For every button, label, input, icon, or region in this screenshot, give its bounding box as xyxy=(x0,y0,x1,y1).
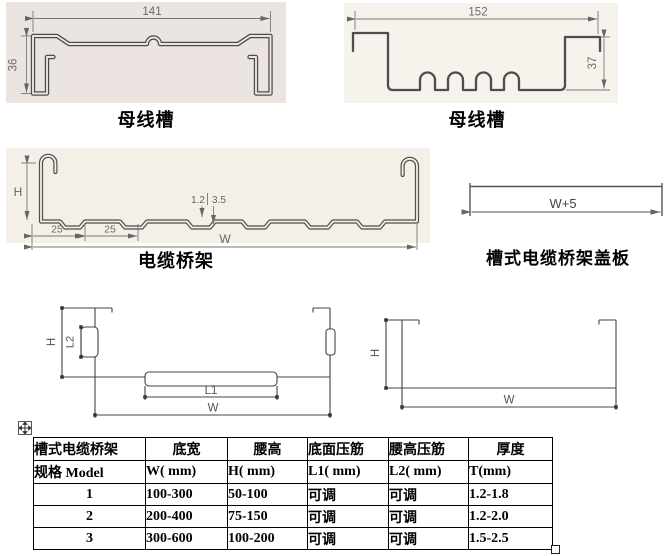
cell-l1[interactable]: 可调 xyxy=(307,505,389,528)
cell-model[interactable]: 1 xyxy=(33,483,146,506)
cell-model[interactable]: 3 xyxy=(33,527,146,550)
busbar-profile-left-drawing: 141 36 xyxy=(8,6,273,96)
cell-model[interactable]: 2 xyxy=(33,505,146,528)
table-resize-handle-icon[interactable] xyxy=(551,545,560,554)
channel-ribbed-height-dim: H xyxy=(46,338,58,346)
busbar-right-width-dim: 152 xyxy=(468,7,487,19)
header-t-mm[interactable]: T(mm) xyxy=(468,460,553,484)
cell-h[interactable]: 75-150 xyxy=(227,505,308,528)
cell-w[interactable]: 200-400 xyxy=(145,505,228,528)
cell-l1[interactable]: 可调 xyxy=(307,483,389,506)
table-row: 1 100-300 50-100 可调 可调 1.2-1.8 xyxy=(33,483,553,506)
header-model[interactable]: 规格 Model xyxy=(33,460,146,484)
channel-ribbed-side-rib-dim: L2 xyxy=(65,336,77,348)
cell-l2[interactable]: 可调 xyxy=(388,527,469,550)
cell-w[interactable]: 100-300 xyxy=(145,483,228,506)
header-w-mm[interactable]: W( mm) xyxy=(145,460,228,484)
channel-plain-width-dim: W xyxy=(504,395,515,407)
cable-tray-label: 电缆桥架 xyxy=(138,251,214,271)
cell-t[interactable]: 1.2-1.8 xyxy=(468,483,553,506)
busbar-right-height-dim: 37 xyxy=(587,57,599,70)
header-bottom-width[interactable]: 底宽 xyxy=(145,437,228,461)
header-bottom-rib[interactable]: 底面压筋 xyxy=(307,437,389,461)
table-header-row-2: 规格 Model W( mm) H( mm) L1( mm) L2( mm) T… xyxy=(33,460,553,484)
table-header-row-1: 槽式电缆桥架 底宽 腰高 底面压筋 腰高压筋 厚度 xyxy=(33,437,553,461)
cover-plate-width-dim: W+5 xyxy=(549,196,576,211)
busbar-left-height-dim: 36 xyxy=(8,59,20,72)
cell-t[interactable]: 1.2-2.0 xyxy=(468,505,553,528)
cable-tray-pitch-dim-2: 25 xyxy=(104,224,116,236)
table-row: 3 300-600 100-200 可调 可调 1.5-2.5 xyxy=(33,527,553,550)
spec-table: 槽式电缆桥架 底宽 腰高 底面压筋 腰高压筋 厚度 规格 Model W( mm… xyxy=(33,437,553,550)
cell-w[interactable]: 300-600 xyxy=(145,527,228,550)
cable-tray-rib-depth-dim: 3.5 xyxy=(212,195,226,206)
table-move-handle-icon[interactable] xyxy=(18,421,32,435)
cell-h[interactable]: 50-100 xyxy=(227,483,308,506)
cell-h[interactable]: 100-200 xyxy=(227,527,308,550)
busbar-left-label: 母线槽 xyxy=(117,110,175,130)
cable-tray-thickness-dim: 1.2 xyxy=(191,195,205,206)
cable-tray-height-dim: H xyxy=(14,185,23,199)
busbar-left-width-dim: 141 xyxy=(142,6,161,18)
header-thickness[interactable]: 厚度 xyxy=(468,437,553,461)
cell-l2[interactable]: 可调 xyxy=(388,483,469,506)
cell-l1[interactable]: 可调 xyxy=(307,527,389,550)
channel-ribbed-width-dim: W xyxy=(208,403,219,415)
cell-t[interactable]: 1.5-2.5 xyxy=(468,527,553,550)
channel-plain-height-dim: H xyxy=(370,349,382,357)
header-waist-height[interactable]: 腰高 xyxy=(227,437,308,461)
cover-plate-drawing: W+5 xyxy=(461,183,663,216)
cable-tray-width-dim: W xyxy=(219,232,231,246)
table-row: 2 200-400 75-150 可调 可调 1.2-2.0 xyxy=(33,505,553,528)
header-l2-mm[interactable]: L2( mm) xyxy=(388,460,469,484)
busbar-right-label: 母线槽 xyxy=(448,110,506,130)
header-waist-rib[interactable]: 腰高压筋 xyxy=(388,437,469,461)
channel-plain-drawing: H W xyxy=(370,318,618,410)
header-h-mm[interactable]: H( mm) xyxy=(227,460,308,484)
channel-ribbed-drawing: H L2 L1 W xyxy=(46,306,336,418)
channel-ribbed-bottom-rib-dim: L1 xyxy=(205,385,218,397)
cable-tray-pitch-dim-1: 25 xyxy=(51,224,63,236)
header-tray-type[interactable]: 槽式电缆桥架 xyxy=(33,437,146,461)
header-l1-mm[interactable]: L1( mm) xyxy=(307,460,389,484)
cable-tray-profile-drawing: H 25 25 1.2 3.5 W xyxy=(14,153,420,250)
busbar-profile-right-drawing: 152 37 xyxy=(347,7,610,92)
cover-plate-label: 槽式电缆桥架盖板 xyxy=(486,249,630,268)
cell-l2[interactable]: 可调 xyxy=(388,505,469,528)
